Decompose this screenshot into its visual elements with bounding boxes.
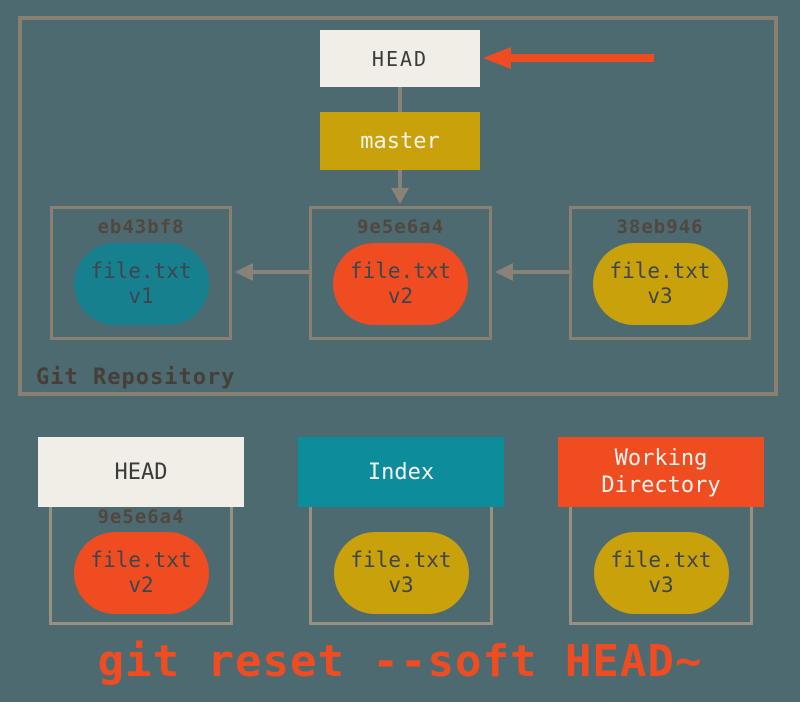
git-repository-box: Git Repository (18, 16, 778, 396)
head-ref-label: HEAD (371, 46, 429, 71)
file-version: v3 (388, 573, 414, 597)
working-directory-area-header: Working Directory (558, 437, 764, 507)
file-blob-v3: file.txt v3 (593, 532, 729, 614)
file-blob-v2: file.txt v2 (333, 243, 468, 325)
index-area-title: Index (367, 459, 435, 485)
master-to-commit-arrow-shaft (398, 170, 402, 190)
parent-arrow-shaft (253, 270, 309, 274)
file-name: file.txt (350, 548, 452, 572)
commit-hash: 9e5e6a4 (356, 216, 445, 238)
commit-box-eb43bf8: eb43bf8 file.txt v1 (50, 206, 232, 340)
git-repository-label: Git Repository (36, 365, 236, 390)
head-pointer-arrowhead-icon (483, 47, 511, 69)
file-version: v2 (387, 284, 414, 308)
parent-arrowhead-icon (495, 263, 513, 281)
file-blob-v2: file.txt v2 (73, 532, 209, 614)
file-version: v1 (128, 284, 154, 308)
parent-arrow-shaft (513, 270, 569, 274)
file-name: file.txt (349, 259, 452, 283)
file-name: file.txt (90, 259, 192, 283)
head-area-title: HEAD (114, 459, 168, 485)
working-directory-area-title: Working Directory (601, 446, 721, 498)
head-area-header: HEAD (38, 437, 244, 507)
parent-arrowhead-icon (235, 263, 253, 281)
master-to-commit-arrowhead-icon (391, 188, 409, 204)
commit-hash: eb43bf8 (97, 216, 185, 238)
file-blob-v3: file.txt v3 (592, 243, 728, 325)
git-command-caption: git reset --soft HEAD~ (97, 636, 703, 687)
commit-hash: 9e5e6a4 (97, 506, 185, 528)
file-name: file.txt (90, 548, 192, 572)
file-name: file.txt (610, 548, 712, 572)
commit-box-38eb946: 38eb946 file.txt v3 (569, 206, 751, 340)
file-blob-v3: file.txt v3 (333, 532, 469, 614)
file-blob-v1: file.txt v1 (73, 243, 209, 325)
file-version: v3 (648, 573, 674, 597)
master-branch-label: master (360, 128, 440, 154)
head-to-master-connector (398, 87, 402, 114)
commit-hash: 38eb946 (616, 216, 704, 238)
index-area-header: Index (298, 437, 504, 507)
head-pointer-arrow-shaft (509, 54, 654, 62)
head-ref-box: HEAD (320, 30, 480, 87)
master-branch-box: master (320, 112, 480, 170)
file-version: v2 (128, 573, 154, 597)
file-name: file.txt (609, 259, 711, 283)
file-version: v3 (647, 284, 673, 308)
commit-box-9e5e6a4: 9e5e6a4 file.txt v2 (309, 206, 492, 340)
